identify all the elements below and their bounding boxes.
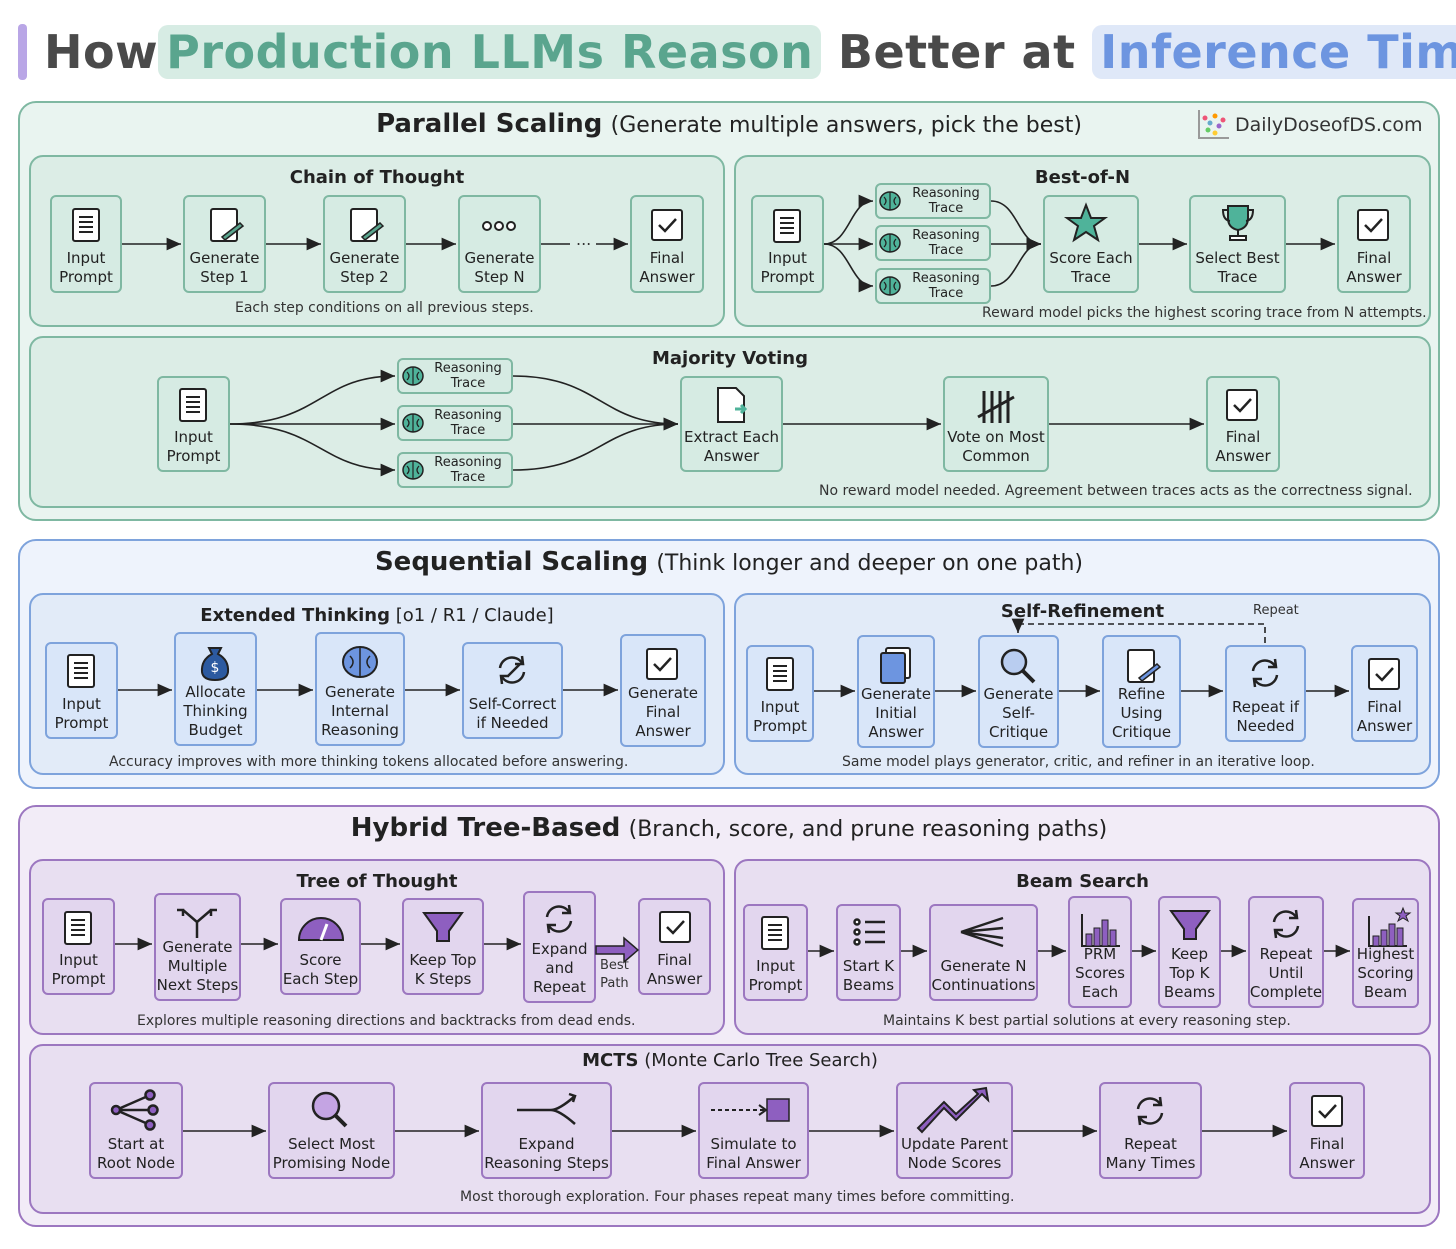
ref-input-prompt-node: Input Prompt <box>746 645 814 742</box>
sequential-title: Sequential Scaling <box>374 547 649 577</box>
ref-title: Self-Refinement <box>1000 601 1165 622</box>
logo-text: DailyDoseofDS.com <box>1235 114 1423 136</box>
beam-prm-scores-node: PRM Scores Each <box>1068 896 1132 1008</box>
mcts-update-node: Update Parent Node Scores <box>896 1082 1013 1179</box>
parallel-subtitle: (Generate multiple answers, pick the bes… <box>610 113 1082 138</box>
beam-generate-n-node: Generate N Continuations <box>929 904 1038 1001</box>
mv-reasoning-trace-1: Reasoning Trace <box>397 358 513 394</box>
ext-title-sub: [o1 / R1 / Claude] <box>389 605 554 626</box>
mv-extract-each-answer-node: Extract Each Answer <box>680 376 783 472</box>
bon-reasoning-trace-2: Reasoning Trace <box>875 225 991 261</box>
ext-title-main: Extended Thinking <box>200 605 390 626</box>
ref-final-answer-node: Final Answer <box>1351 645 1418 742</box>
beam-highest-scoring-node: Highest Scoring Beam <box>1352 898 1419 1008</box>
bon-title: Best-of-N <box>1034 167 1131 188</box>
cot-generate-step-2-node: Generate Step 2 <box>323 195 406 293</box>
ext-allocate-budget-node: Allocate Thinking Budget <box>174 632 257 746</box>
mcts-final-answer-node: Final Answer <box>1289 1082 1365 1179</box>
mcts-title-sub: (Monte Carlo Tree Search) <box>638 1050 878 1071</box>
cot-final-answer-node: Final Answer <box>630 195 704 293</box>
tot-caption: Explores multiple reasoning directions a… <box>137 1013 636 1029</box>
cot-generate-step-1-node: Generate Step 1 <box>183 195 266 293</box>
brand-logo: DailyDoseofDS.com <box>1195 108 1423 142</box>
mcts-simulate-node: Simulate to Final Answer <box>698 1082 809 1179</box>
ext-internal-reasoning-node: Generate Internal Reasoning <box>315 632 405 746</box>
tot-score-each-step-node: Score Each Step <box>280 898 361 995</box>
hybrid-subtitle: (Branch, score, and prune reasoning path… <box>628 817 1108 842</box>
tot-generate-next-steps-node: Generate Multiple Next Steps <box>154 893 241 1001</box>
mcts-caption: Most thorough exploration. Four phases r… <box>460 1189 1015 1205</box>
ref-initial-answer-node: Generate Initial Answer <box>857 635 935 748</box>
scatter-logo-icon <box>1198 110 1229 139</box>
tot-input-prompt-node: Input Prompt <box>42 898 115 995</box>
cot-title: Chain of Thought <box>289 167 465 188</box>
parallel-section-title: Parallel Scaling (Generate multiple answ… <box>20 109 1438 139</box>
bon-final-answer-node: Final Answer <box>1337 195 1411 293</box>
page-title: How Production LLMs Reason Better at Inf… <box>44 20 1456 84</box>
beam-keep-top-k-node: Keep Top K Beams <box>1158 896 1221 1008</box>
parallel-title: Parallel Scaling <box>376 109 603 139</box>
sequential-subtitle: (Think longer and deeper on one path) <box>656 551 1084 576</box>
bon-input-prompt-node: Input Prompt <box>751 195 824 293</box>
cot-caption: Each step conditions on all previous ste… <box>235 300 534 316</box>
mcts-expand-node: Expand Reasoning Steps <box>481 1082 612 1179</box>
bon-reasoning-trace-3: Reasoning Trace <box>875 268 991 304</box>
bon-score-each-trace-node: Score Each Trace <box>1043 195 1139 293</box>
beam-repeat-until-node: Repeat Until Complete <box>1248 896 1324 1008</box>
mcts-title: MCTS (Monte Carlo Tree Search) <box>31 1050 1429 1071</box>
tot-final-answer-node: Final Answer <box>638 898 711 995</box>
bon-reasoning-trace-1: Reasoning Trace <box>875 183 991 219</box>
mv-final-answer-node: Final Answer <box>1206 376 1280 472</box>
ref-repeat-node: Repeat if Needed <box>1225 645 1306 742</box>
bon-caption: Reward model picks the highest scoring t… <box>982 305 1427 321</box>
ref-caption: Same model plays generator, critic, and … <box>842 754 1315 770</box>
tot-keep-top-k-node: Keep Top K Steps <box>402 898 484 995</box>
mcts-root-node: Start at Root Node <box>89 1082 183 1179</box>
ext-input-prompt-node: Input Prompt <box>45 642 118 739</box>
repeat-loop-label: Repeat <box>1253 603 1299 618</box>
ext-caption: Accuracy improves with more thinking tok… <box>109 754 629 770</box>
cot-generate-step-n-node: Generate Step N <box>458 195 541 293</box>
mcts-title-main: MCTS <box>582 1050 639 1071</box>
tot-expand-repeat-node: Expand and Repeat <box>523 891 596 1003</box>
cot-ellipsis: ... <box>576 230 592 249</box>
ext-title: Extended Thinking [o1 / R1 / Claude] <box>31 605 723 626</box>
ext-generate-final-node: Generate Final Answer <box>620 634 706 747</box>
title-part-3: Better at <box>821 25 1093 79</box>
tot-best-path-label: Best Path <box>600 958 629 991</box>
ref-refine-node: Refine Using Critique <box>1102 635 1181 748</box>
mcts-select-node: Select Most Promising Node <box>268 1082 395 1179</box>
beam-input-prompt-node: Input Prompt <box>743 904 808 1001</box>
hybrid-section-title: Hybrid Tree-Based (Branch, score, and pr… <box>20 813 1438 843</box>
cot-input-prompt-node: Input Prompt <box>50 195 122 293</box>
tot-title: Tree of Thought <box>296 871 458 892</box>
mv-input-prompt-node: Input Prompt <box>157 376 230 472</box>
ref-self-critique-node: Generate Self- Critique <box>978 635 1059 748</box>
tree-of-thought-panel: Tree of Thought Explores multiple reason… <box>29 859 725 1035</box>
ext-self-correct-node: Self-Correct if Needed <box>462 642 563 739</box>
hybrid-title: Hybrid Tree-Based <box>350 813 621 843</box>
title-part-4: Inference Time <box>1092 25 1456 79</box>
title-accent-bar <box>18 24 27 80</box>
sequential-section-title: Sequential Scaling (Think longer and dee… <box>20 547 1438 577</box>
title-part-2: Production LLMs Reason <box>158 25 822 79</box>
mv-vote-on-most-common-node: Vote on Most Common <box>943 376 1049 472</box>
mv-title: Majority Voting <box>651 348 809 369</box>
title-part-1: How <box>44 25 159 79</box>
beam-start-k-node: Start K Beams <box>836 904 901 1001</box>
mcts-repeat-node: Repeat Many Times <box>1099 1082 1202 1179</box>
beam-title: Beam Search <box>1016 871 1149 892</box>
self-refinement-panel: Self-Refinement Same model plays generat… <box>734 593 1431 775</box>
mv-reasoning-trace-3: Reasoning Trace <box>397 452 513 488</box>
beam-caption: Maintains K best partial solutions at ev… <box>883 1013 1291 1029</box>
mv-caption: No reward model needed. Agreement betwee… <box>819 483 1413 499</box>
bon-select-best-trace-node: Select Best Trace <box>1189 195 1286 293</box>
mv-reasoning-trace-2: Reasoning Trace <box>397 405 513 441</box>
